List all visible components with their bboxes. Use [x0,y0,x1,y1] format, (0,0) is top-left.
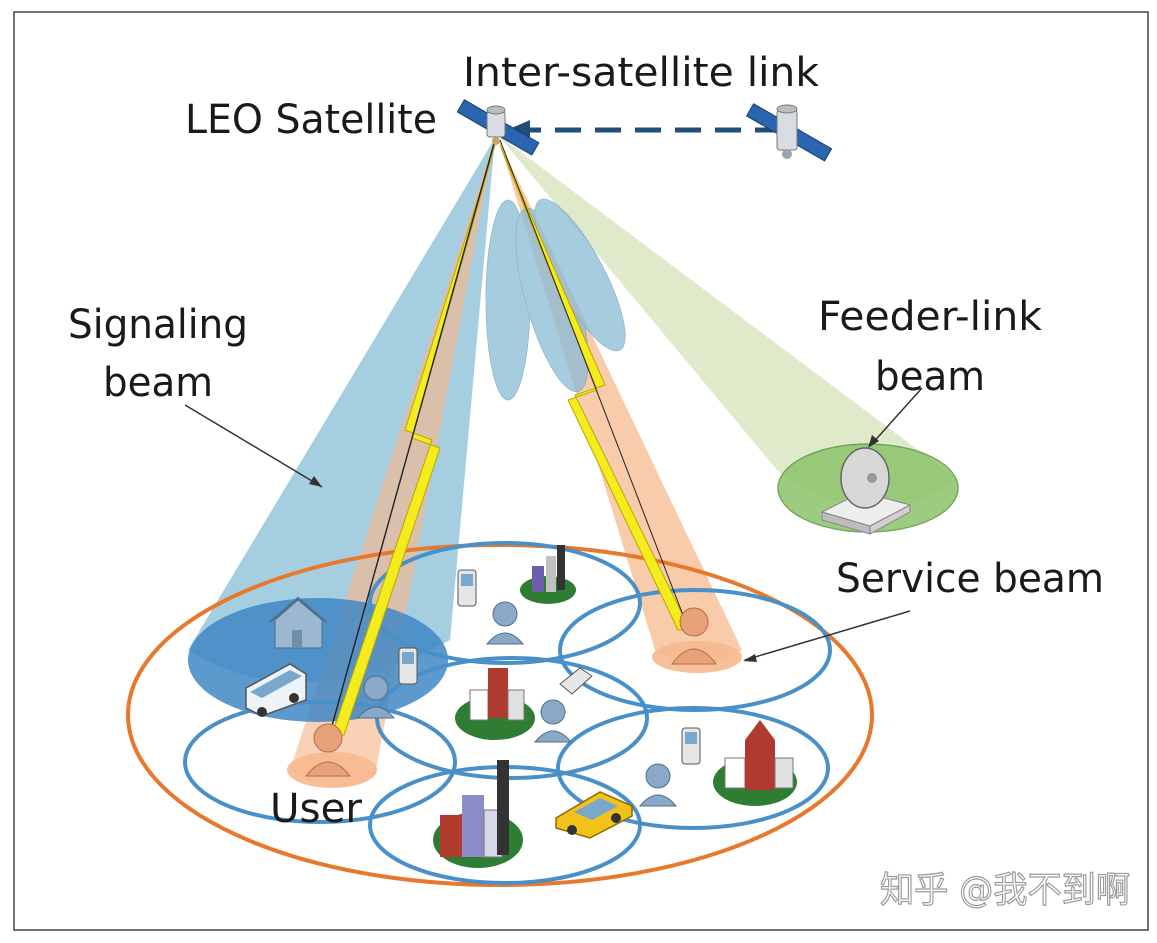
person-icon [638,763,678,807]
frame-border [13,11,1149,931]
direct-link-line [327,139,496,741]
flip-phone-icon [559,667,593,695]
label-leo-satellite: LEO Satellite [185,97,437,143]
city-cluster-icon [433,760,523,868]
city-cluster-icon [713,720,797,806]
service-link-line-right [499,139,689,629]
bus-icon [245,663,307,717]
label-signaling-beam-line1: Signaling [68,302,248,348]
cell-rings [183,541,832,885]
label-feeder-link-line2: beam [875,354,985,400]
house-icon [269,596,327,649]
service-beam-pointer [744,610,911,661]
city-cluster-icon [455,668,535,740]
label-service-beam: Service beam [836,556,1104,602]
feeder-link-pointer-head [868,435,879,448]
user-person-icon [671,607,717,665]
label-inter-satellite-link: Inter-satellite link [463,50,820,96]
label-feeder-link-line1: Feeder-link [818,294,1043,340]
person-icon [356,675,396,719]
city-cluster-icon [520,545,576,604]
mobile-phone-icon [681,727,701,765]
label-signaling-beam-line2: beam [103,360,213,406]
feeder-link-beam [498,135,958,508]
label-user: User [270,786,363,832]
person-icon [485,601,525,645]
person-icon [533,699,573,743]
mobile-phone-icon [398,647,418,685]
signaling-beam-pointer [184,404,323,488]
ground-station-dish-icon [820,447,912,535]
taxi-icon [555,791,633,839]
second-satellite-icon [745,103,833,162]
leo-satellite-icon [456,99,540,156]
signaling-beam-pointer-head [309,476,322,487]
mobile-phone-icon [457,569,477,607]
watermark-text: 知乎 @我不到啊 [880,870,1130,911]
signaling-beam [188,138,495,683]
service-beam-pointer-head [743,654,757,662]
user-person-icon [304,723,352,777]
feeder-link-pointer [869,387,923,447]
